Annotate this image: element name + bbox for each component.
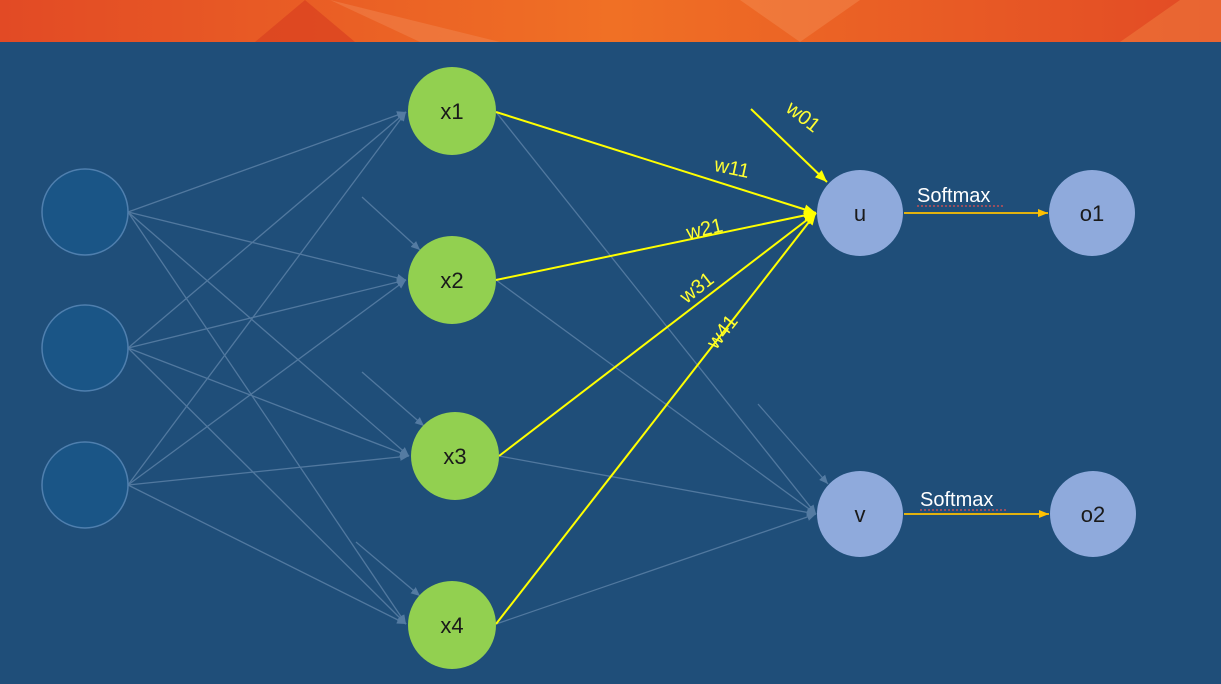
weight-label-w41: w41: [702, 311, 743, 354]
output-layer: u v: [817, 170, 903, 557]
neural-network-diagram: x1 x2 x3 x4 u v o1 o2 w01 w11 w21 w31 w4…: [41, 67, 1136, 669]
output-node-v-label: v: [855, 502, 866, 527]
final-node-o1-label: o1: [1080, 201, 1104, 226]
softmax-label-top: Softmax: [917, 185, 990, 207]
output-node-v: [817, 471, 903, 557]
final-node-o2: [1050, 471, 1136, 557]
hidden-u-edges: [495, 108, 828, 625]
final-node-o2-label: o2: [1081, 502, 1105, 527]
output-node-u-label: u: [854, 201, 866, 226]
input-node-3: [41, 441, 129, 529]
softmax-label-bottom: Softmax: [920, 489, 993, 511]
hidden-node-x2: [408, 236, 496, 324]
hidden-node-x1: [408, 67, 496, 155]
hidden-node-x3: [411, 412, 499, 500]
hidden-node-x2-label: x2: [440, 268, 463, 293]
output-node-u: [817, 170, 903, 256]
softmax-edges: [904, 209, 1049, 518]
weight-label-w01: w01: [781, 97, 824, 138]
input-node-1: [41, 168, 129, 256]
hidden-layer: x1 x2 x3 x4: [408, 67, 499, 669]
input-hidden-edges: [127, 111, 425, 625]
final-node-o1: [1049, 170, 1135, 256]
hidden-node-x3-label: x3: [443, 444, 466, 469]
input-layer: [41, 168, 129, 529]
weight-label-w11: w11: [711, 154, 751, 183]
weight-label-w21: w21: [683, 214, 725, 244]
hidden-node-x4-label: x4: [440, 613, 463, 638]
final-layer: o1 o2: [1049, 170, 1136, 557]
hidden-v-edges: [495, 111, 829, 625]
input-node-2: [41, 304, 129, 392]
hidden-node-x4: [408, 581, 496, 669]
header-banner: [0, 0, 1221, 42]
hidden-node-x1-label: x1: [440, 99, 463, 124]
weight-label-w31: w31: [675, 268, 718, 309]
